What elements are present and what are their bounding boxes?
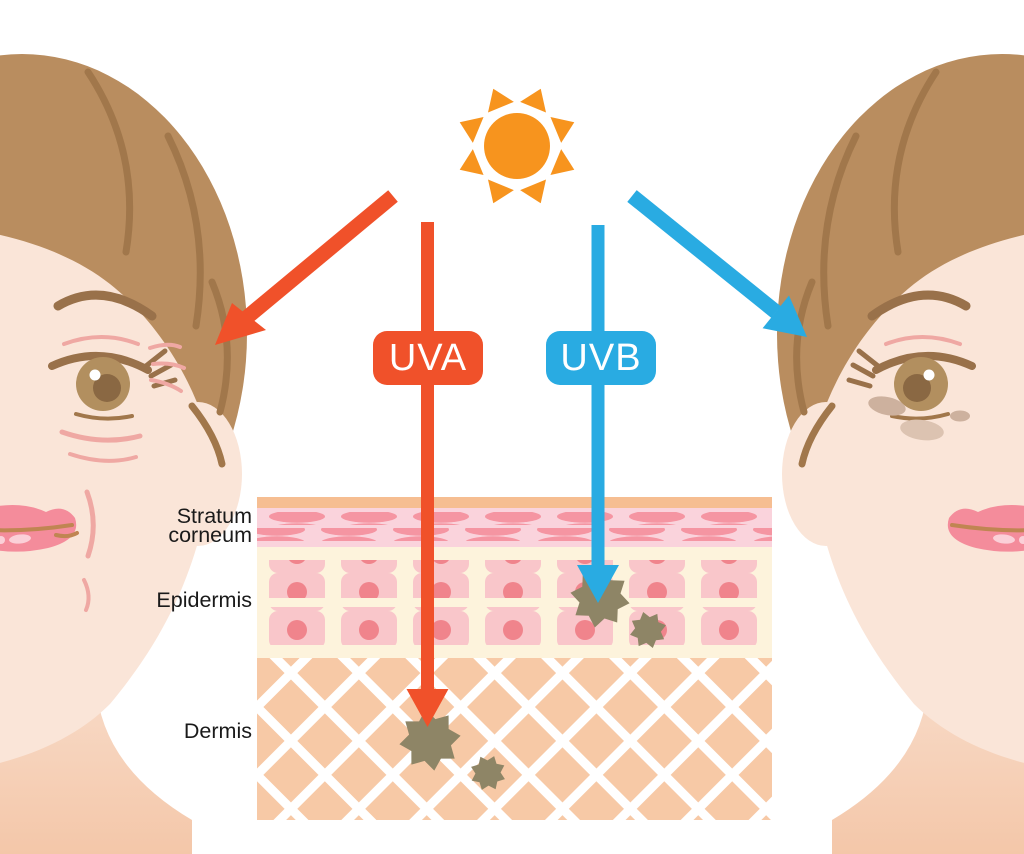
dermis-layer [257, 658, 772, 820]
dermis-label: Dermis [183, 719, 252, 743]
sun-icon [454, 83, 580, 209]
epidermis-label: Epidermis [156, 588, 252, 612]
stratum-corneum-label: Stratum corneum [168, 504, 252, 547]
face-uvb-damage-spots [774, 44, 1024, 854]
skin-cross-section [257, 497, 772, 820]
uva-label: UVA [373, 331, 483, 385]
uvb-label: UVB [546, 331, 656, 385]
skin-surface-strip [257, 497, 772, 508]
